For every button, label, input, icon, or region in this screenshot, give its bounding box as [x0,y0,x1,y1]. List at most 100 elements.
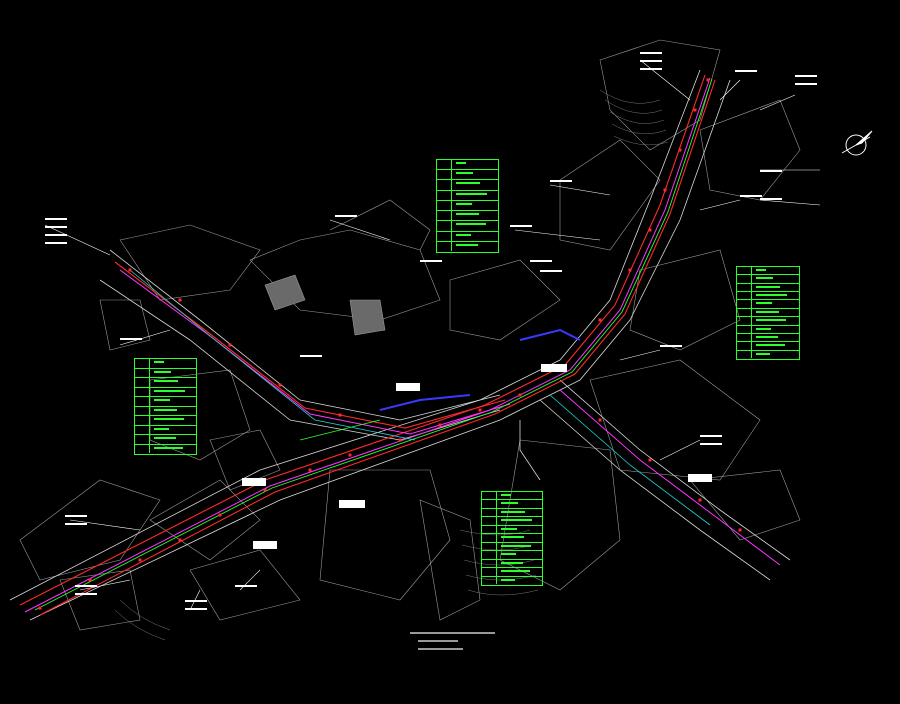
bottom-notes [410,632,495,650]
utility-marker [308,468,312,472]
legend-row [737,275,799,284]
legend-row [437,221,498,232]
utility-marker [706,78,710,82]
annotation-text [795,75,817,77]
annotation-text [700,443,722,445]
green-utility-lines [34,78,713,611]
road-label-tag-2 [242,478,266,486]
legend-row [482,542,542,552]
utility-marker [438,423,442,427]
utility-marker [278,383,282,387]
legend-row [482,559,542,569]
annotation-text [335,215,357,217]
magenta-utility-lines [24,77,781,613]
terrain-hatching [114,89,669,641]
annotation-text [120,338,142,340]
utility-marker [738,528,742,532]
annotation-text [760,170,782,172]
legend-row [135,368,196,378]
utility-marker [263,488,267,492]
north-arrow-icon [841,130,873,156]
legend-row [135,397,196,407]
blue-utility-lines [379,328,581,411]
annotation-text [75,593,97,595]
road-label-tag-6 [396,383,420,391]
annotation-text [760,198,782,200]
legend-row [737,325,799,334]
utility-marker [398,438,402,442]
utility-marker [628,268,632,272]
annotation-text [540,270,562,272]
utility-marker [648,458,652,462]
legend-row [482,517,542,526]
red-markers [38,78,742,610]
utility-marker [128,268,132,272]
legend-row [482,551,542,560]
utility-marker [178,298,182,302]
utility-marker [228,343,232,347]
annotation-text [45,242,67,244]
annotation-text-stubs [45,52,817,610]
road-label-tag-1 [541,364,567,372]
annotation-text [660,345,682,347]
legend-bottom-center [481,491,543,586]
annotation-text [640,68,662,70]
cyan-utility-lines [129,269,711,526]
legend-row [135,416,196,426]
annotation-text [75,585,97,587]
legend-row [737,333,799,343]
road-label-tag-3 [339,500,365,508]
utility-marker [698,498,702,502]
annotation-text [510,225,532,227]
annotation-text [65,515,87,517]
legend-row [482,492,542,501]
legend-right [736,266,800,360]
legend-row [135,387,196,397]
red-utility-lines [19,74,716,616]
legend-row [482,534,542,543]
annotation-text [45,218,67,220]
utility-marker [218,513,222,517]
legend-left [134,358,197,455]
legend-row [437,160,498,171]
legend-row [737,300,799,309]
legend-top-center [436,159,499,253]
legend-row [737,350,799,358]
annotation-text [420,260,442,262]
utility-marker [478,408,482,412]
utility-marker [138,558,142,562]
legend-row [737,283,799,293]
utility-marker [693,108,697,112]
legend-row [482,500,542,509]
annotation-text [640,60,662,62]
legend-row [135,359,196,369]
utility-marker [648,228,652,232]
building-footprints [19,39,801,631]
legend-row [135,444,196,453]
road-label-tag-5 [688,474,712,482]
annotation-text [700,435,722,437]
road-label-tag-4 [253,541,277,549]
legend-row [482,568,542,577]
annotation-text [235,585,257,587]
utility-marker [598,418,602,422]
utility-marker [518,393,522,397]
utility-marker [598,318,602,322]
utility-marker [663,188,667,192]
legend-row [135,435,196,445]
legend-row [437,170,498,181]
annotation-text [530,260,552,262]
annotation-text [65,523,87,525]
legend-row [737,292,799,301]
legend-row [437,180,498,191]
annotation-text [735,70,757,72]
legend-row [737,317,799,326]
legend-row [482,508,542,518]
legend-row [737,267,799,276]
legend-row [135,425,196,435]
utility-marker [178,538,182,542]
annotation-leaders [44,59,821,611]
annotation-text [45,226,67,228]
annotation-text [795,83,817,85]
legend-row [437,241,498,251]
